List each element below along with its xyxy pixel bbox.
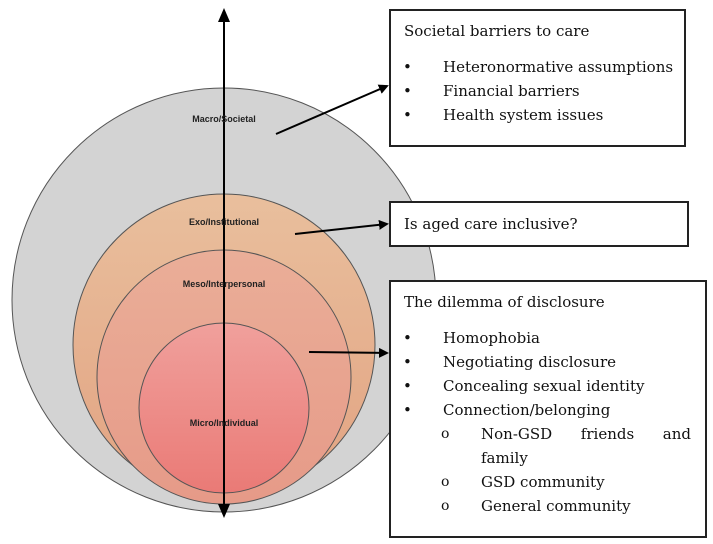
disclosure-title: The dilemma of disclosure <box>404 293 605 311</box>
list-item: Negotiating disclosure <box>391 350 691 374</box>
disclosure-box: The dilemma of disclosure Homophobia Neg… <box>389 280 707 538</box>
aged-care-title: Is aged care inclusive? <box>404 215 578 233</box>
arrow-up-head <box>218 8 230 22</box>
macro-connector-arrow <box>275 84 389 135</box>
disclosure-list: Homophobia Negotiating disclosure Concea… <box>391 326 691 518</box>
exo-connector-arrow <box>294 219 389 235</box>
sub-list-item: Non-GSD friends and family <box>391 422 691 470</box>
aged-care-box: Is aged care inclusive? <box>389 201 689 247</box>
societal-barriers-list: Heteronormative assumptions Financial ba… <box>391 55 684 127</box>
sub-list-item: General community <box>391 494 691 518</box>
list-item: Health system issues <box>391 103 684 127</box>
list-item: Concealing sexual identity <box>391 374 691 398</box>
societal-barriers-title: Societal barriers to care <box>404 22 590 40</box>
list-item: Connection/belonging <box>391 398 691 422</box>
list-item: Homophobia <box>391 326 691 350</box>
arrow-down-head <box>218 504 230 518</box>
sub-list-item: GSD community <box>391 470 691 494</box>
meso-label: Meso/Interpersonal <box>183 279 266 289</box>
micro-label: Micro/Individual <box>190 418 259 428</box>
macro-label: Macro/Societal <box>192 114 256 124</box>
list-item: Heteronormative assumptions <box>391 55 684 79</box>
list-item: Financial barriers <box>391 79 684 103</box>
exo-label: Exo/Institutional <box>189 217 259 227</box>
meso-connector-arrow <box>308 347 389 358</box>
societal-barriers-box: Societal barriers to care Heteronormativ… <box>389 9 686 147</box>
